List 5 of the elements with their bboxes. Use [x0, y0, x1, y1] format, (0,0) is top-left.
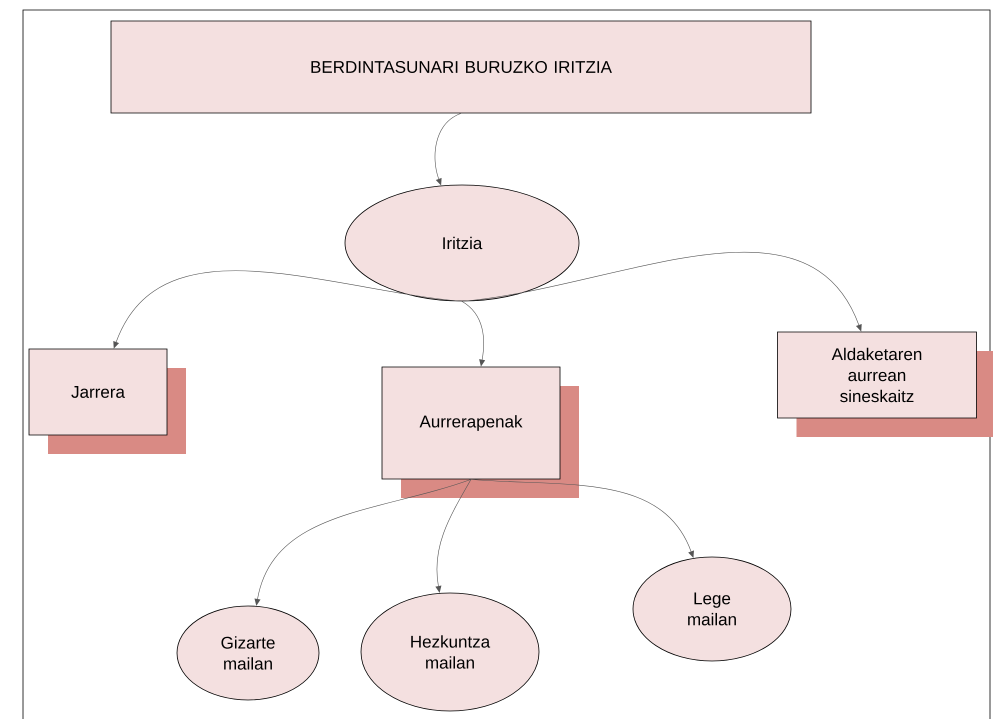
arrow: [434, 113, 462, 186]
concept-box: Aurrerapenak: [382, 366, 579, 498]
concept-box: Aldaketaren aurrean sineskaitz: [777, 332, 993, 437]
title-box: BERDINTASUNARI BURUZKO IRITZIA: [110, 20, 812, 114]
concept-box: Jarrera: [28, 348, 186, 454]
